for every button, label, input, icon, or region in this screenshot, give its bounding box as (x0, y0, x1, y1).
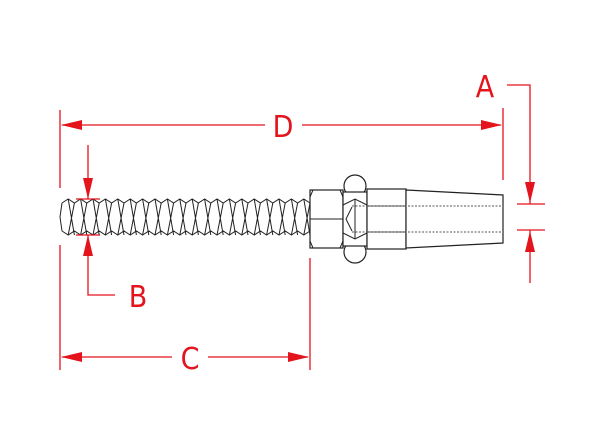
threaded-rod (59, 198, 311, 236)
dimension-a: A (476, 70, 545, 283)
rod-core (62, 202, 310, 232)
label-d: D (273, 110, 294, 145)
label-a: A (476, 70, 495, 105)
dimension-b: B (76, 145, 147, 315)
thread-flanks (67, 198, 311, 236)
label-c: C (181, 342, 200, 377)
hex-body (366, 188, 407, 250)
hex-nut-center (342, 174, 368, 264)
rod-end (59, 202, 63, 232)
label-b: B (129, 280, 148, 315)
tapered-swage-sleeve (352, 189, 504, 249)
hex-nut-left (309, 189, 344, 249)
dimension-c: C (61, 342, 309, 377)
extension-lines (59, 108, 504, 370)
dimension-d: D (61, 110, 502, 145)
thread-crest-bottom (61, 230, 311, 236)
